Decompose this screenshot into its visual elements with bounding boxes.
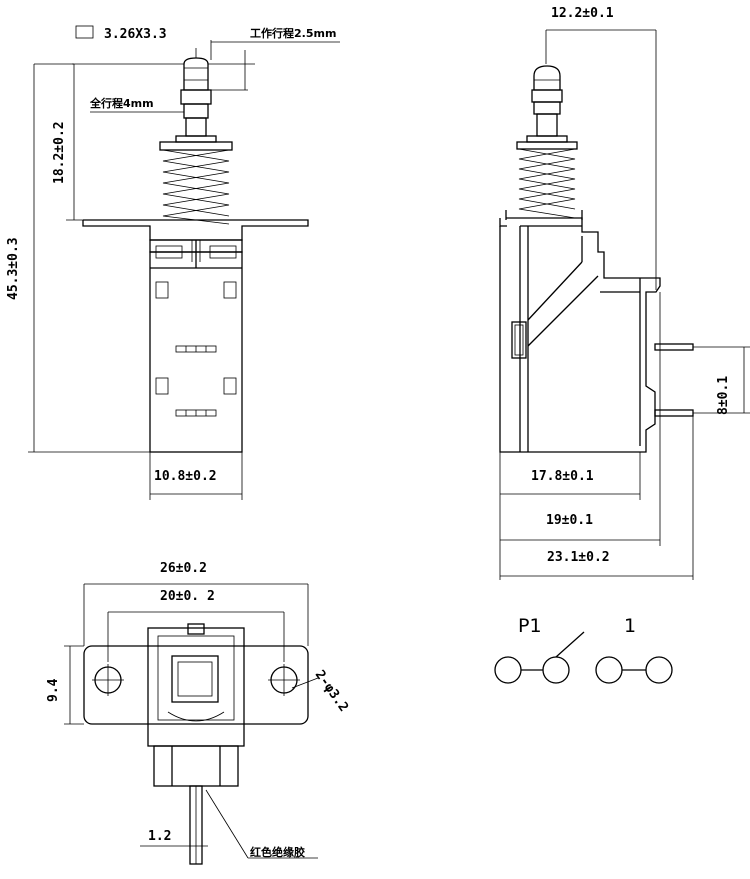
front-flange xyxy=(82,219,309,241)
pin-section-symbol xyxy=(75,25,94,39)
top-offset-label: 12.2±0.1 xyxy=(551,6,614,21)
flange-width-label: 26±0.2 xyxy=(160,561,207,576)
plunger-cap xyxy=(183,57,209,91)
depth-b-label: 19±0.1 xyxy=(546,513,593,528)
pin-upper xyxy=(654,343,694,351)
wire-width-label: 1.2 xyxy=(148,829,171,844)
pin-pitch-label: 8±0.1 xyxy=(716,376,731,415)
schematic-1-label: 1 xyxy=(624,615,636,637)
side-plunger-cap xyxy=(533,65,561,91)
top-flange-plate xyxy=(83,645,309,725)
pin-lower xyxy=(654,409,694,417)
terminal-c xyxy=(595,656,623,684)
side-housing xyxy=(499,226,661,453)
plunger-top xyxy=(171,655,219,703)
body-width-label: 10.8±0.2 xyxy=(154,469,217,484)
height-upper-label: 18.2±0.2 xyxy=(52,121,67,184)
work-stroke-label: 工作行程2.5mm xyxy=(250,26,336,40)
top-view: 26±0.2 20±0. 2 2-φ3.2 9.4 xyxy=(46,561,351,865)
hole-dia-label: 2-φ3.2 xyxy=(312,668,351,715)
full-stroke-label: 全行程4mm xyxy=(89,96,154,110)
hole-pitch-label: 20±0. 2 xyxy=(160,589,215,604)
spring xyxy=(162,149,230,225)
terminal-b xyxy=(542,656,570,684)
schematic-p1-label: P1 xyxy=(518,615,542,637)
side-view: 12.2±0.1 xyxy=(499,6,750,580)
depth-c-label: 23.1±0.2 xyxy=(547,550,610,565)
pin-section-label: 3.26X3.3 xyxy=(104,27,167,42)
wire-label: 红色绝缘胶 xyxy=(250,845,305,859)
terminal-a xyxy=(494,656,522,684)
plunger-stem xyxy=(180,89,212,105)
terminal-d xyxy=(645,656,673,684)
height-total-label: 45.3±0.3 xyxy=(6,237,21,300)
depth-a-label: 17.8±0.1 xyxy=(531,469,594,484)
flange-height-label: 9.4 xyxy=(46,678,61,702)
front-housing xyxy=(149,251,243,453)
front-view: 3.26X3.3 xyxy=(6,25,340,500)
switch-schematic: P1 1 xyxy=(494,615,673,684)
contact-lever xyxy=(555,631,585,658)
